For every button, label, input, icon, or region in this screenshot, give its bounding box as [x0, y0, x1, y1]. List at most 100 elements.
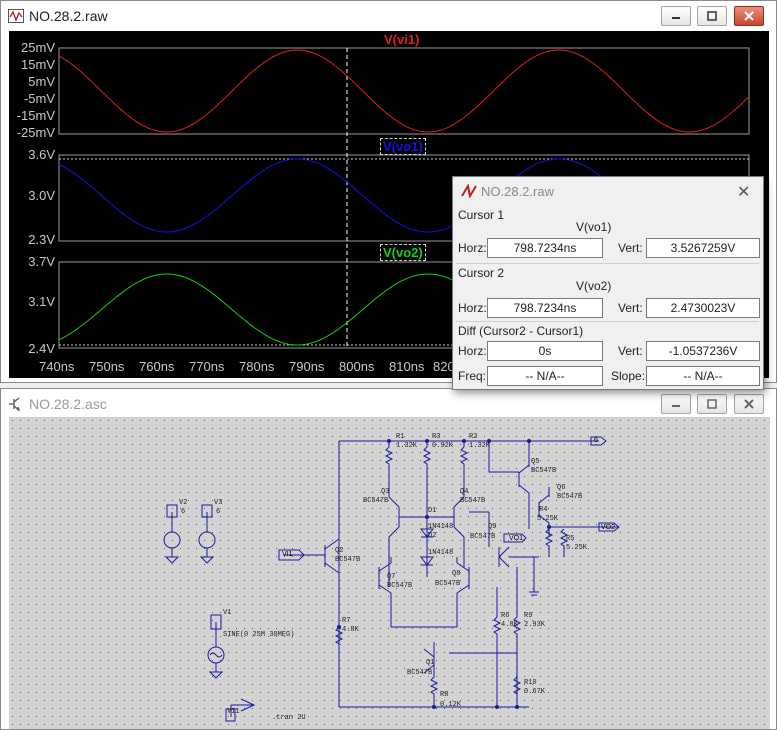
q4-model[interactable]: BC547B: [460, 497, 486, 505]
v1-ref[interactable]: V1: [223, 609, 232, 617]
diff-horz-label: Horz:: [458, 344, 487, 358]
q3-ref[interactable]: Q3: [381, 488, 390, 496]
waveform-titlebar[interactable]: NO.28.2.raw: [1, 1, 776, 31]
maximize-button[interactable]: [697, 394, 727, 414]
r1-value[interactable]: 1.32K: [396, 442, 418, 450]
xtick: 780ns: [239, 359, 275, 374]
pane-frame-vi1: [58, 47, 750, 135]
schematic-window-title: NO.28.2.asc: [29, 396, 107, 412]
r6-value[interactable]: 4.8K: [501, 621, 518, 629]
diff-horz-field[interactable]: 0s: [487, 341, 603, 361]
close-icon: [744, 11, 754, 21]
net-label-6[interactable]: 6: [594, 437, 598, 444]
slope-field[interactable]: -- N/A--: [646, 366, 760, 386]
net-label-vo1[interactable]: VO1: [509, 535, 524, 542]
waveform-app-icon: [8, 9, 24, 23]
cursor1-horz-field[interactable]: 798.7234ns: [487, 238, 603, 258]
maximize-icon: [707, 399, 717, 409]
q1-model[interactable]: BC547B: [407, 669, 433, 677]
q2-model[interactable]: BC547B: [335, 556, 361, 564]
r9-ref[interactable]: R9: [524, 612, 533, 620]
r8-value[interactable]: 0.12K: [440, 701, 462, 709]
q7-model[interactable]: BC547B: [387, 582, 413, 590]
q2-ref[interactable]: Q2: [335, 547, 344, 555]
q9-model[interactable]: BC547B: [470, 533, 496, 541]
minimize-button[interactable]: [661, 6, 691, 26]
r4-value[interactable]: 5.25K: [537, 515, 559, 523]
d2-ref[interactable]: D2: [428, 532, 437, 540]
waveform-window-title: NO.28.2.raw: [29, 8, 108, 24]
schematic-canvas[interactable]: R1 1.32K R3 0.92K R2 1.32K Q5 BC547B Q6 …: [9, 417, 770, 729]
minimize-icon: [672, 405, 680, 407]
cursor2-horz-field[interactable]: 798.7234ns: [487, 298, 603, 318]
cursor1-vert-label: Vert:: [618, 241, 643, 255]
xtick: 760ns: [139, 359, 175, 374]
pane-title-vo1[interactable]: V(vo1): [380, 138, 426, 155]
r10-value[interactable]: 0.67K: [524, 688, 546, 696]
q6-ref[interactable]: Q6: [557, 484, 566, 492]
r5-value[interactable]: 5.25K: [566, 544, 588, 552]
net-label-vi1[interactable]: VI1: [282, 551, 293, 558]
r7-value[interactable]: 4.8K: [342, 626, 359, 634]
r7-ref[interactable]: R7: [342, 617, 351, 625]
minimize-button[interactable]: [661, 394, 691, 414]
r3-ref[interactable]: R3: [432, 433, 441, 441]
v2-value[interactable]: 6: [181, 508, 186, 516]
r2-ref[interactable]: R2: [469, 433, 478, 441]
r2-value[interactable]: 1.32K: [469, 442, 491, 450]
q5-ref[interactable]: Q5: [531, 458, 540, 466]
r4-ref[interactable]: R4: [539, 506, 548, 514]
r8-ref[interactable]: R8: [440, 691, 449, 699]
ytick: -5mV: [23, 91, 55, 106]
q8-model[interactable]: BC547B: [435, 580, 461, 588]
net-label-vi1-small[interactable]: VI1: [227, 708, 240, 716]
r1-ref[interactable]: R1: [396, 433, 405, 441]
freq-label: Freq:: [458, 369, 487, 383]
close-button[interactable]: [734, 394, 764, 414]
v3-value[interactable]: 6: [216, 508, 221, 516]
cursor1-vert-field[interactable]: 3.5267259V: [646, 238, 760, 258]
maximize-button[interactable]: [697, 6, 727, 26]
cursor1-heading: Cursor 1: [458, 208, 505, 222]
v1-source[interactable]: SINE(0 25M 30MEG): [223, 631, 295, 639]
freq-field[interactable]: -- N/A--: [487, 366, 603, 386]
r5-ref[interactable]: R5: [566, 535, 575, 543]
q9-ref[interactable]: Q9: [488, 523, 497, 531]
q7-ref[interactable]: Q7: [387, 573, 396, 581]
xtick: 790ns: [289, 359, 325, 374]
schematic-titlebar[interactable]: NO.28.2.asc: [1, 389, 776, 419]
q3-model[interactable]: BC547B: [363, 497, 389, 505]
pane-title-vi1[interactable]: V(vi1): [384, 32, 420, 47]
cursor2-vert-field[interactable]: 2.4730023V: [646, 298, 760, 318]
q6-model[interactable]: BC547B: [557, 493, 583, 501]
q5-model[interactable]: BC547B: [531, 467, 557, 475]
cursor2-heading: Cursor 2: [458, 266, 505, 280]
cursor-dialog: NO.28.2.raw ✕ Cursor 1 V(vo1) Horz: 798.…: [452, 176, 764, 390]
r3-value[interactable]: 0.92K: [432, 442, 454, 450]
diff-vert-label: Vert:: [618, 344, 643, 358]
q8-ref[interactable]: Q8: [452, 570, 461, 578]
schematic-drawing[interactable]: [9, 417, 770, 729]
ytick: -25mV: [16, 125, 55, 140]
ytick: 2.3V: [28, 232, 55, 247]
pane-title-vo2[interactable]: V(vo2): [380, 244, 426, 261]
cursor1-trace: V(vo1): [576, 220, 612, 234]
diff-vert-field[interactable]: -1.0537236V: [646, 341, 760, 361]
d1-model[interactable]: 1N4148: [428, 523, 454, 531]
ytick: 25mV: [21, 40, 55, 55]
d2-model[interactable]: 1N4148: [428, 549, 454, 557]
q1-ref[interactable]: Q1: [426, 659, 435, 667]
r10-ref[interactable]: R10: [524, 679, 537, 687]
close-button[interactable]: [734, 6, 764, 26]
v2-ref[interactable]: V2: [179, 499, 188, 507]
r9-value[interactable]: 2.93K: [524, 621, 546, 629]
d1-ref[interactable]: D1: [428, 507, 437, 515]
close-icon[interactable]: ✕: [737, 184, 751, 201]
v3-ref[interactable]: V3: [214, 499, 223, 507]
r6-ref[interactable]: R6: [501, 612, 510, 620]
cursor-dialog-title: NO.28.2.raw: [481, 184, 554, 199]
q4-ref[interactable]: Q4: [460, 488, 469, 496]
tran-directive[interactable]: .tran 2U: [272, 714, 306, 722]
schematic-app-icon: [9, 397, 21, 412]
net-label-vo2[interactable]: VO2: [601, 524, 616, 531]
